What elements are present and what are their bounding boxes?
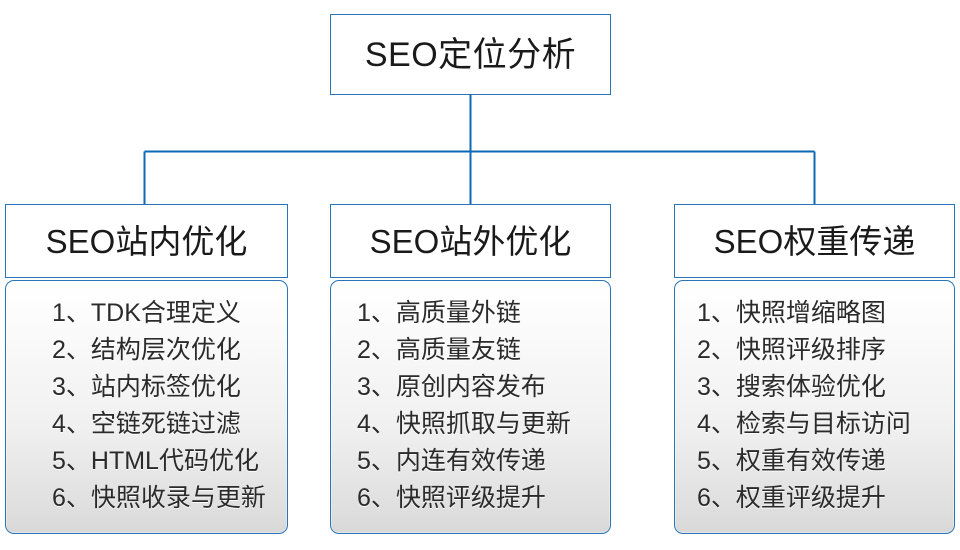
list-item: 5、内连有效传递 bbox=[357, 447, 546, 475]
branch-header-1[interactable]: SEO站内优化 bbox=[5, 204, 288, 278]
root-node-title: SEO定位分析 bbox=[364, 35, 577, 74]
list-item: 1、TDK合理定义 bbox=[52, 299, 241, 327]
branch-header-3[interactable]: SEO权重传递 bbox=[674, 204, 955, 278]
list-item: 6、快照收录与更新 bbox=[52, 484, 266, 512]
list-item: 1、快照增缩略图 bbox=[697, 299, 886, 327]
list-item: 3、搜索体验优化 bbox=[697, 373, 886, 401]
list-item: 2、快照评级排序 bbox=[697, 336, 886, 364]
list-item: 6、权重评级提升 bbox=[697, 484, 886, 512]
root-node[interactable]: SEO定位分析 bbox=[330, 14, 611, 95]
branch-column-2: SEO站外优化 1、高质量外链 2、高质量友链 3、原创内容发布 4、快照抓取与… bbox=[330, 204, 611, 534]
branch-header-label: SEO站外优化 bbox=[369, 222, 572, 260]
list-item: 4、检索与目标访问 bbox=[697, 410, 911, 438]
branch-column-3: SEO权重传递 1、快照增缩略图 2、快照评级排序 3、搜索体验优化 4、检索与… bbox=[674, 204, 955, 534]
branch-body-2: 1、高质量外链 2、高质量友链 3、原创内容发布 4、快照抓取与更新 5、内连有… bbox=[330, 280, 611, 534]
list-item: 6、快照评级提升 bbox=[357, 484, 546, 512]
list-item: 5、权重有效传递 bbox=[697, 447, 886, 475]
branch-body-3: 1、快照增缩略图 2、快照评级排序 3、搜索体验优化 4、检索与目标访问 5、权… bbox=[674, 280, 955, 534]
branch-item-list-1: 1、TDK合理定义 2、结构层次优化 3、站内标签优化 4、空链死链过滤 5、H… bbox=[6, 295, 287, 517]
branch-header-label: SEO权重传递 bbox=[713, 222, 916, 260]
list-item: 3、原创内容发布 bbox=[357, 373, 546, 401]
list-item: 1、高质量外链 bbox=[357, 299, 521, 327]
branch-header-label: SEO站内优化 bbox=[45, 222, 248, 260]
branch-item-list-2: 1、高质量外链 2、高质量友链 3、原创内容发布 4、快照抓取与更新 5、内连有… bbox=[331, 295, 610, 517]
list-item: 4、快照抓取与更新 bbox=[357, 410, 571, 438]
branch-item-list-3: 1、快照增缩略图 2、快照评级排序 3、搜索体验优化 4、检索与目标访问 5、权… bbox=[675, 295, 954, 517]
list-item: 2、高质量友链 bbox=[357, 336, 521, 364]
branch-header-2[interactable]: SEO站外优化 bbox=[330, 204, 611, 278]
branch-column-1: SEO站内优化 1、TDK合理定义 2、结构层次优化 3、站内标签优化 4、空链… bbox=[5, 204, 288, 534]
list-item: 4、空链死链过滤 bbox=[52, 410, 241, 438]
branch-body-1: 1、TDK合理定义 2、结构层次优化 3、站内标签优化 4、空链死链过滤 5、H… bbox=[5, 280, 288, 534]
list-item: 3、站内标签优化 bbox=[52, 373, 241, 401]
list-item: 2、结构层次优化 bbox=[52, 336, 241, 364]
list-item: 5、HTML代码优化 bbox=[52, 447, 259, 475]
